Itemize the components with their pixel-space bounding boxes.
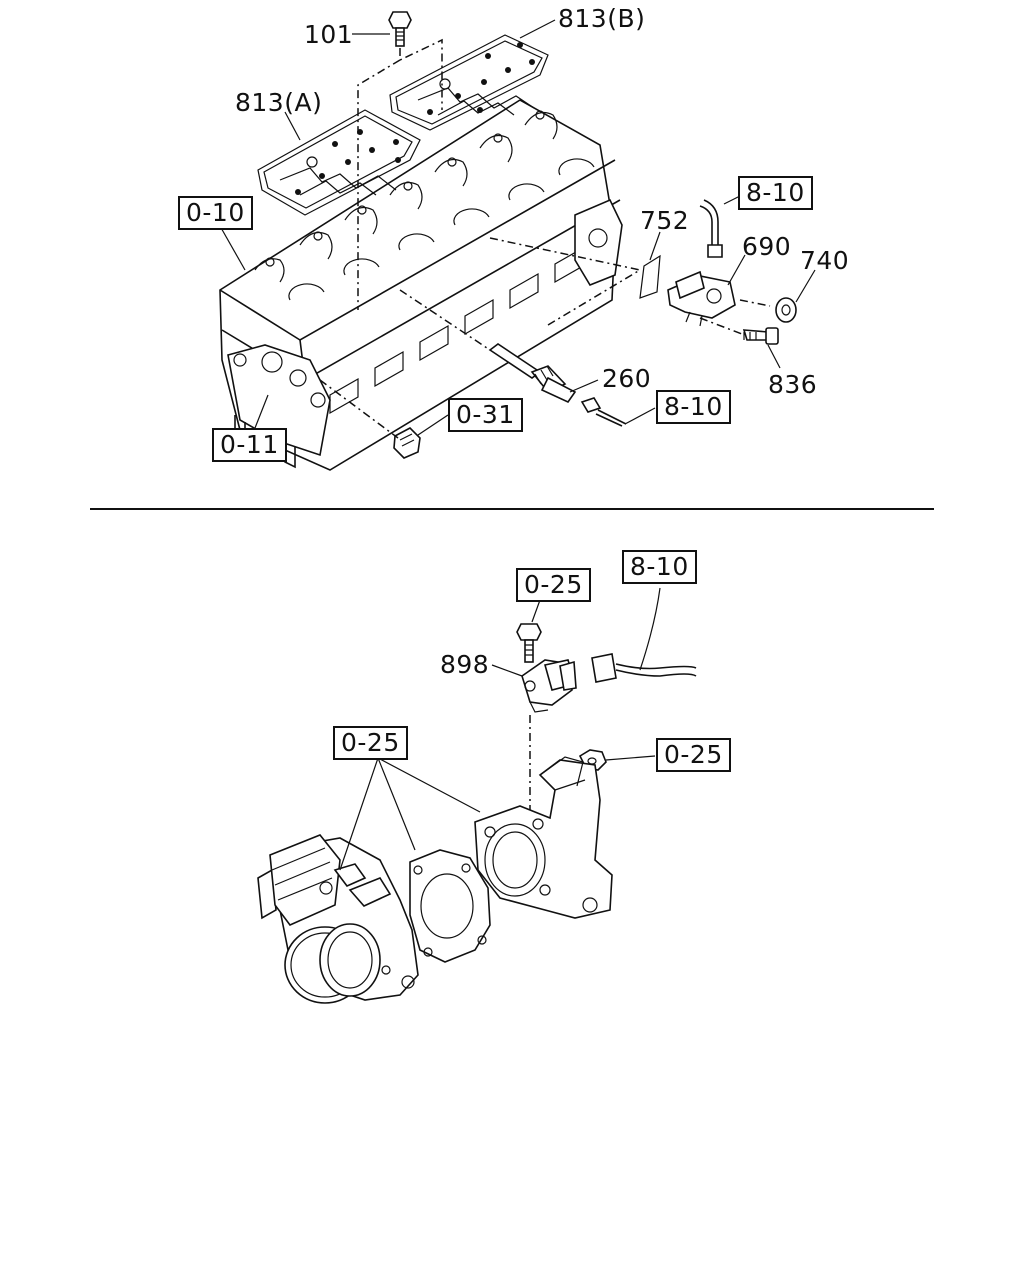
- ref-box-031[interactable]: 0-31: [448, 398, 523, 432]
- oring-752: [639, 254, 661, 299]
- callout-898: 898: [440, 650, 490, 679]
- washer-740: [775, 297, 797, 323]
- connector-260-810: [580, 397, 627, 427]
- ref-box-010[interactable]: 0-10: [178, 196, 253, 230]
- leader-260: [569, 379, 599, 393]
- callout-813b: 813(B): [558, 4, 646, 33]
- gasket-813b: [389, 34, 549, 131]
- guide-101: [357, 38, 443, 310]
- ref-box-011[interactable]: 0-11: [212, 428, 287, 462]
- leader-898: [491, 664, 523, 677]
- leader-010: [219, 225, 246, 271]
- leader-025-nut: [605, 755, 656, 761]
- plug-031: [393, 427, 421, 459]
- bolt-836: [742, 327, 779, 345]
- callout-101: 101: [304, 20, 354, 49]
- leader-025-throttle: [339, 757, 481, 871]
- leader-011: [254, 394, 269, 429]
- ref-box-810-harness[interactable]: 8-10: [656, 390, 731, 424]
- callout-836: 836: [768, 370, 818, 399]
- cylinder-head: [219, 99, 623, 471]
- leader-752: [649, 231, 661, 261]
- leader-025-bolt: [531, 599, 541, 623]
- callout-813a: 813(A): [235, 88, 323, 117]
- leader-810-upper: [723, 195, 741, 205]
- throttle-body: [257, 834, 419, 1004]
- leader-740: [795, 269, 816, 303]
- ref-box-810-sensor[interactable]: 8-10: [738, 176, 813, 210]
- harness-lower-810: [591, 653, 697, 683]
- callout-260: 260: [602, 364, 652, 393]
- leader-810-harness: [624, 407, 656, 425]
- ref-box-025-bolt[interactable]: 0-25: [516, 568, 591, 602]
- sensor-690: [667, 270, 736, 327]
- leader-836: [767, 344, 781, 369]
- sensor-260: [488, 343, 577, 404]
- bolt-lower-025: [516, 623, 542, 663]
- guide-260: [399, 289, 491, 351]
- callout-752: 752: [640, 206, 690, 235]
- ref-box-025-nut[interactable]: 0-25: [656, 738, 731, 772]
- callout-740: 740: [800, 246, 850, 275]
- sensor-898: [521, 659, 577, 713]
- leader-813a: [284, 111, 301, 141]
- ref-box-810-lower[interactable]: 8-10: [622, 550, 697, 584]
- throttle-gasket: [409, 849, 491, 963]
- callout-690: 690: [742, 232, 792, 261]
- leader-810-lower: [639, 587, 661, 671]
- guide-sensor: [489, 237, 771, 335]
- guide-031: [319, 379, 399, 439]
- connector-upper-810: [699, 199, 723, 258]
- intake-elbow: [474, 756, 613, 919]
- leader-690: [727, 254, 746, 286]
- leader-031: [417, 414, 449, 436]
- bolt-101: [388, 11, 412, 47]
- leader-813b: [519, 19, 556, 39]
- ref-box-025-throttle[interactable]: 0-25: [333, 726, 408, 760]
